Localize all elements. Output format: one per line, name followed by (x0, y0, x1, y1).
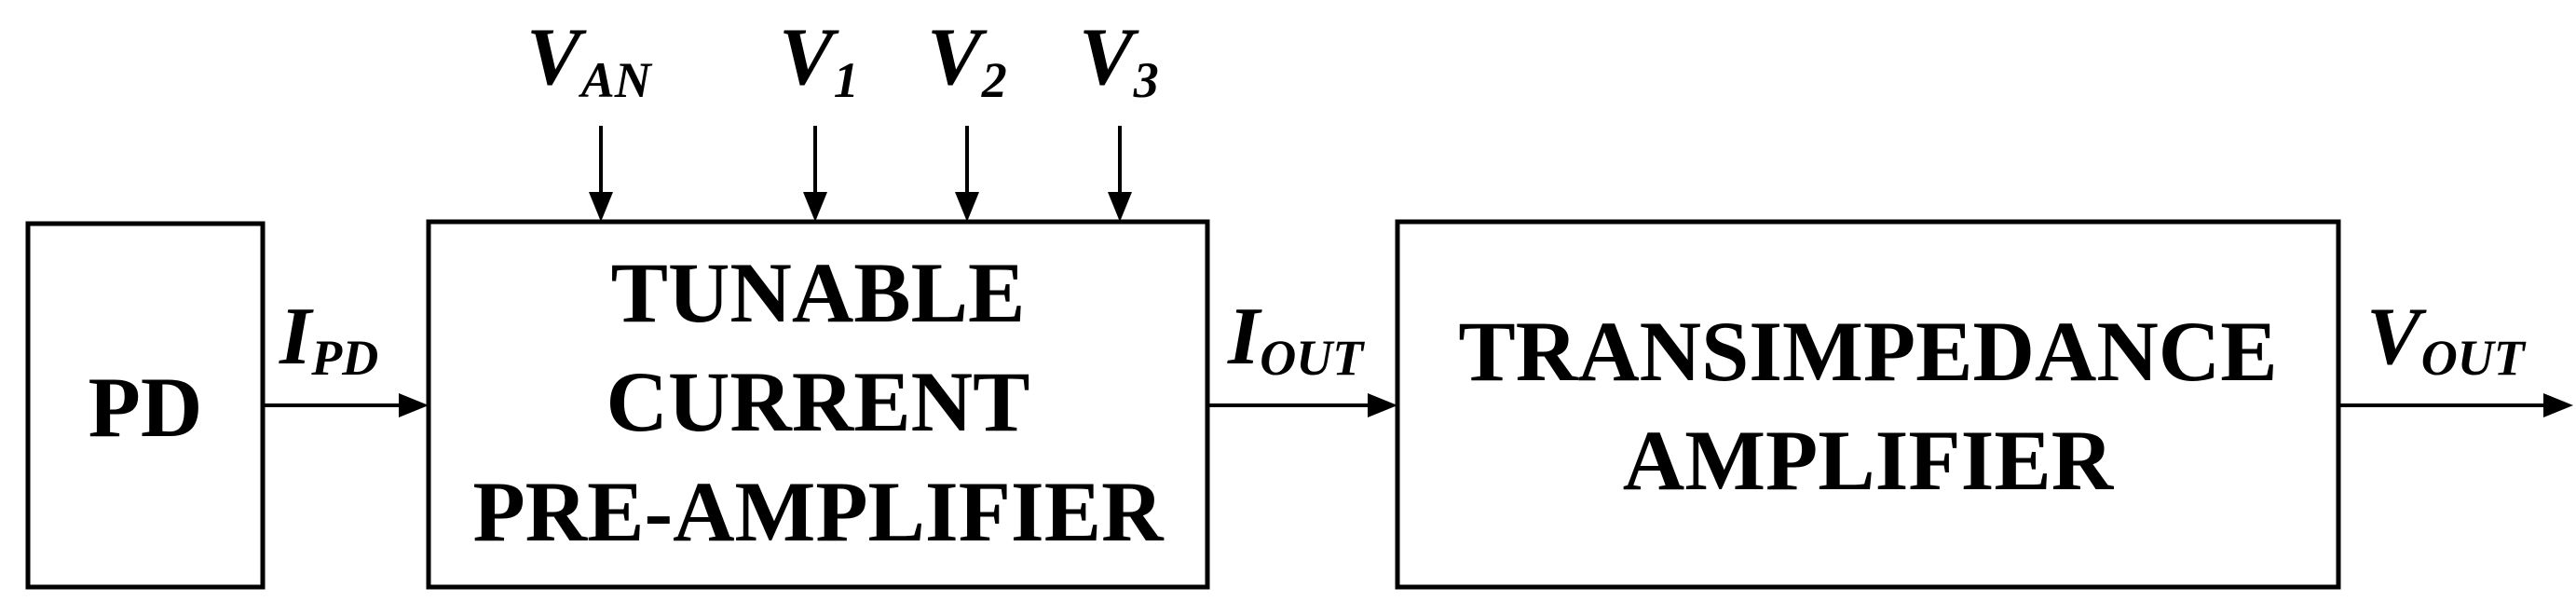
v1-arrow (803, 126, 827, 222)
ipd-arrow (263, 393, 429, 417)
preamp-label-line1: TUNABLE (611, 245, 1026, 340)
ipd-label: IPD (279, 292, 378, 386)
v1-label: V1 (779, 12, 859, 108)
preamp-label-line2: CURRENT (607, 354, 1030, 449)
v3-label: V3 (1079, 12, 1159, 108)
v3-arrow (1108, 126, 1132, 222)
iout-arrow (1207, 393, 1397, 417)
tia-label-line1: TRANSIMPEDANCE (1458, 304, 2277, 399)
van-arrow (589, 126, 613, 222)
pd-block (25, 221, 266, 590)
v2-label: V2 (927, 12, 1007, 108)
vout-label: VOUT (2366, 292, 2527, 386)
iout-label: IOUT (1227, 292, 1365, 386)
v2-arrow (955, 126, 979, 222)
vout-arrow (2338, 393, 2573, 417)
preamp-label-line3: PRE-AMPLIFIER (472, 464, 1165, 559)
tia-label-line2: AMPLIFIER (1623, 413, 2115, 508)
preamp-block (426, 219, 1210, 590)
pd-label: PD (89, 360, 203, 455)
tia-block (1395, 219, 2341, 590)
van-label: VAN (526, 12, 653, 108)
